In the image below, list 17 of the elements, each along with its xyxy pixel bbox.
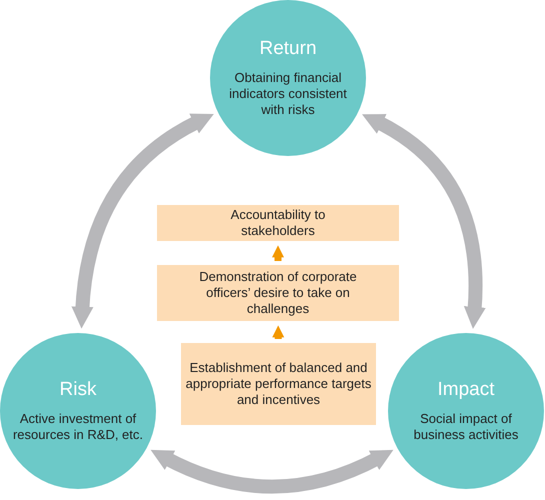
arrow: [72, 113, 214, 329]
node-text: Active investment of resources in R&D, etc.: [12, 411, 144, 443]
node-title: Return: [259, 38, 317, 60]
arrow: [272, 245, 284, 261]
process-box: [157, 205, 399, 241]
node-text: Accountability to stakeholders: [230, 207, 326, 239]
process-box: [181, 343, 376, 425]
node-title: Risk: [60, 379, 96, 401]
node-title: Impact: [437, 379, 495, 401]
arrow: [272, 325, 284, 340]
arrow: [150, 450, 394, 494]
node-text: Social impact of business activities: [412, 411, 520, 443]
node-text: Establishment of balanced and appropriate performance targets and incentives: [184, 360, 372, 408]
node-text: Obtaining financial indicators consistent with risks: [228, 70, 348, 118]
process-box: [157, 265, 399, 321]
node-text: Demonstration of corporate officers’ desire to take on challenges: [198, 269, 358, 317]
arrow: [362, 114, 486, 329]
